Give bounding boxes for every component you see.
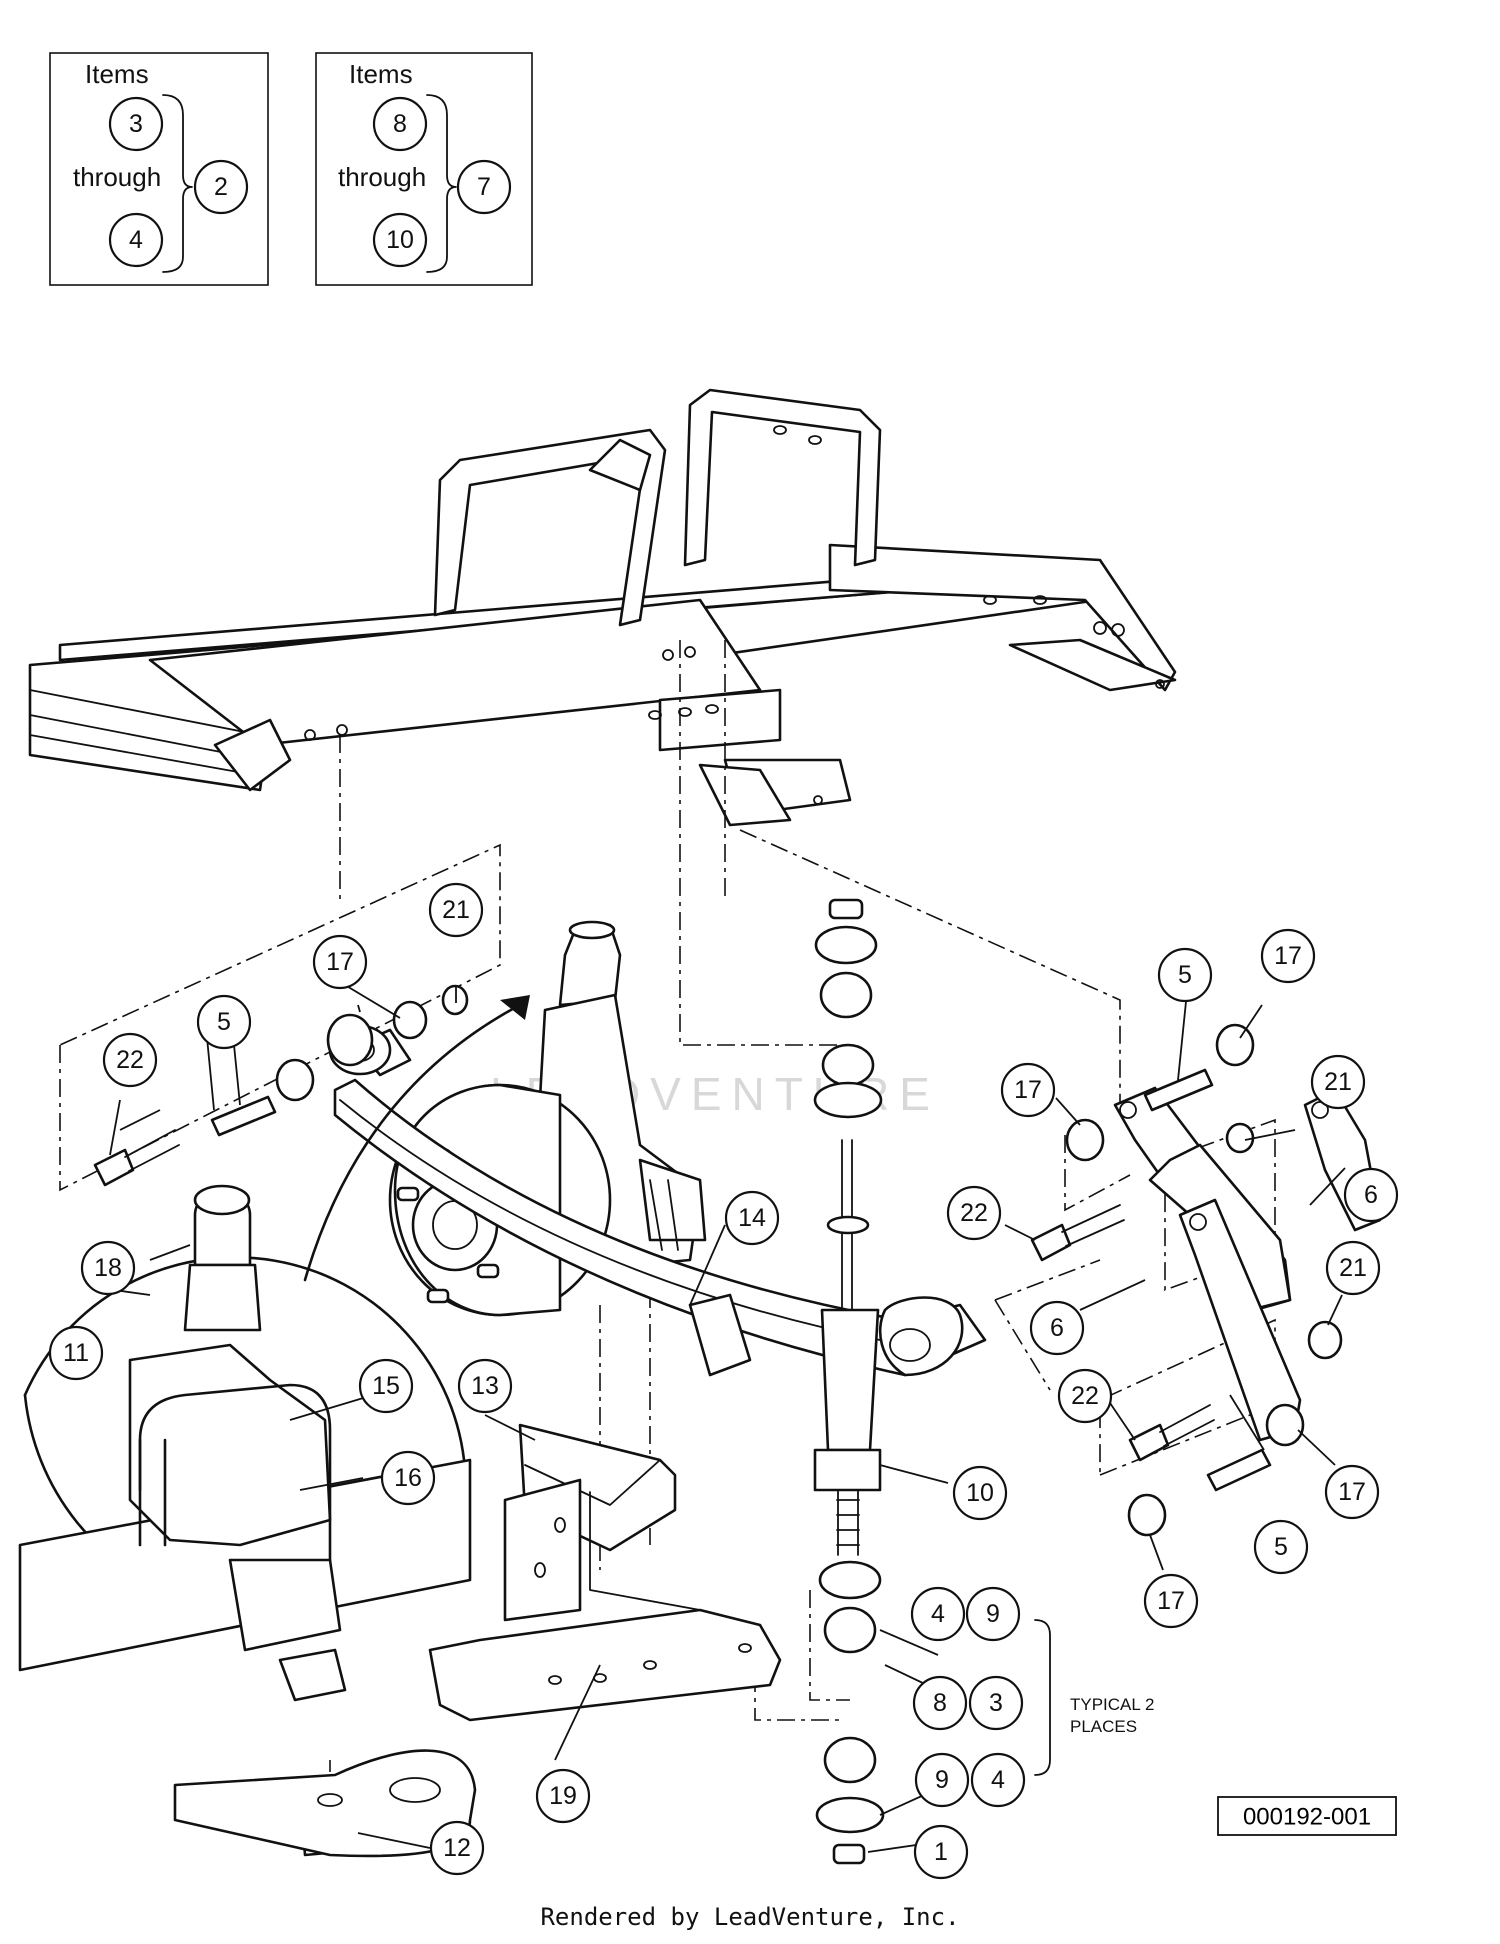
svg-text:22: 22	[116, 1046, 144, 1074]
spring-plate-and-clamp	[428, 1423, 782, 1722]
callout-16[interactable]: 16	[380, 1450, 436, 1506]
callout-7[interactable]: 7	[456, 159, 512, 215]
callout-22[interactable]: 22	[102, 1032, 158, 1088]
callout-17[interactable]: 17	[1000, 1062, 1056, 1118]
svg-text:17: 17	[1274, 942, 1302, 970]
shock-absorber	[813, 898, 885, 1865]
callout-10[interactable]: 10	[952, 1465, 1008, 1521]
callout-17[interactable]: 17	[1260, 928, 1316, 984]
callout-6[interactable]: 6	[1343, 1167, 1399, 1223]
leaf-spring	[328, 1024, 987, 1377]
callout-3[interactable]: 3	[108, 96, 164, 152]
svg-text:6: 6	[1364, 1181, 1378, 1209]
callout-balloons: 21 17 5 22 18 11 15 16 12 13 14 19 10 4 …	[48, 882, 1399, 1880]
callout-9[interactable]: 9	[914, 1752, 970, 1808]
legend-through: through	[338, 162, 426, 192]
callout-3[interactable]: 3	[968, 1675, 1024, 1731]
svg-text:15: 15	[372, 1372, 400, 1400]
callout-leaders	[99, 981, 1346, 1853]
callout-8[interactable]: 8	[912, 1675, 968, 1731]
svg-text:6: 6	[1050, 1314, 1064, 1342]
svg-text:4: 4	[991, 1766, 1005, 1794]
callout-17[interactable]: 17	[1324, 1464, 1380, 1520]
callout-1[interactable]: 1	[913, 1824, 969, 1880]
svg-text:21: 21	[442, 896, 470, 924]
svg-text:17: 17	[326, 948, 354, 976]
callout-4[interactable]: 4	[970, 1752, 1026, 1808]
svg-text:21: 21	[1339, 1254, 1367, 1282]
typical-note-line2: PLACES	[1070, 1717, 1137, 1736]
svg-text:5: 5	[1274, 1533, 1288, 1561]
svg-text:5: 5	[1178, 961, 1192, 989]
svg-text:2: 2	[214, 173, 228, 201]
svg-text:7: 7	[477, 173, 491, 201]
figure-id-box	[1217, 1796, 1397, 1836]
svg-text:17: 17	[1338, 1478, 1366, 1506]
callout-17[interactable]: 17	[312, 934, 368, 990]
callout-12[interactable]: 12	[429, 1820, 485, 1876]
detail-zoom-view	[18, 995, 530, 1858]
svg-text:3: 3	[989, 1689, 1003, 1717]
callout-4[interactable]: 4	[108, 212, 164, 268]
svg-text:14: 14	[738, 1204, 766, 1232]
svg-text:3: 3	[129, 110, 143, 138]
callout-5[interactable]: 5	[196, 994, 252, 1050]
typical-bracket	[1034, 1619, 1051, 1776]
svg-text:17: 17	[1157, 1587, 1185, 1615]
svg-text:16: 16	[394, 1464, 422, 1492]
callout-6[interactable]: 6	[1029, 1300, 1085, 1356]
callout-19[interactable]: 19	[535, 1768, 591, 1824]
legend-heading: Items	[85, 59, 149, 89]
callout-2[interactable]: 2	[193, 159, 249, 215]
svg-text:22: 22	[960, 1199, 988, 1227]
figure-id: 000192-001	[1243, 1804, 1371, 1831]
legend-box-items-8-10: Items 8 through 10 7	[315, 52, 533, 286]
typical-note-line1: TYPICAL 2	[1070, 1695, 1154, 1714]
footer-credit: Rendered by LeadVenture, Inc.	[540, 1903, 960, 1931]
svg-text:5: 5	[217, 1008, 231, 1036]
vehicle-frame	[28, 388, 1177, 827]
callout-14[interactable]: 14	[724, 1190, 780, 1246]
svg-text:13: 13	[471, 1372, 499, 1400]
svg-text:8: 8	[933, 1689, 947, 1717]
svg-text:9: 9	[986, 1600, 1000, 1628]
callout-8[interactable]: 8	[372, 96, 428, 152]
svg-text:9: 9	[935, 1766, 949, 1794]
legend-heading: Items	[349, 59, 413, 89]
callout-21[interactable]: 21	[1310, 1054, 1366, 1110]
callout-4[interactable]: 4	[910, 1586, 966, 1642]
callout-21[interactable]: 21	[1325, 1240, 1381, 1296]
callout-22[interactable]: 22	[946, 1185, 1002, 1241]
callout-5[interactable]: 5	[1253, 1519, 1309, 1575]
svg-text:4: 4	[129, 226, 143, 254]
svg-text:18: 18	[94, 1254, 122, 1282]
svg-text:10: 10	[966, 1479, 994, 1507]
callout-13[interactable]: 13	[457, 1358, 513, 1414]
callout-9[interactable]: 9	[965, 1586, 1021, 1642]
callout-22[interactable]: 22	[1057, 1368, 1113, 1424]
svg-text:4: 4	[931, 1600, 945, 1628]
callout-11[interactable]: 11	[48, 1325, 104, 1381]
svg-text:8: 8	[393, 110, 407, 138]
callout-17[interactable]: 17	[1143, 1573, 1199, 1629]
callout-15[interactable]: 15	[358, 1358, 414, 1414]
callout-18[interactable]: 18	[80, 1240, 136, 1296]
callout-10[interactable]: 10	[372, 212, 428, 268]
svg-text:22: 22	[1071, 1382, 1099, 1410]
svg-text:19: 19	[549, 1782, 577, 1810]
legend-box-items-3-4: Items 3 through 4 2	[49, 52, 269, 286]
callout-5[interactable]: 5	[1157, 947, 1213, 1003]
svg-text:1: 1	[934, 1838, 948, 1866]
svg-text:10: 10	[386, 226, 414, 254]
legend-through: through	[73, 162, 161, 192]
svg-text:12: 12	[443, 1834, 471, 1862]
svg-text:17: 17	[1014, 1076, 1042, 1104]
callout-21[interactable]: 21	[428, 882, 484, 938]
svg-text:11: 11	[63, 1339, 89, 1367]
svg-text:21: 21	[1324, 1068, 1352, 1096]
